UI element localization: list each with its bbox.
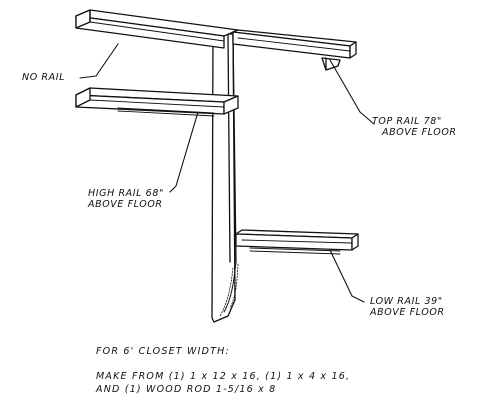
leader-no-rail (79, 43, 119, 79)
high-rail-above-floor-text: ABOVE FLOOR (88, 199, 163, 210)
leader-lines (79, 43, 375, 303)
low-shelf (235, 229, 359, 255)
materials-note-line-1: MAKE FROM (1) 1 x 12 x 16, (1) 1 x 4 x 1… (96, 371, 351, 382)
leader-top-rail (329, 59, 375, 125)
top-shelf-left (75, 9, 239, 49)
top-rail-label: TOP RAIL 78" ABOVE FLOOR (372, 116, 457, 138)
high-shelf (75, 87, 239, 117)
leader-high-rail (169, 111, 199, 193)
low-rail-height-text: LOW RAIL 39" (370, 296, 443, 307)
leader-low-rail (329, 249, 365, 303)
low-rail-label: LOW RAIL 39" ABOVE FLOOR (370, 296, 445, 318)
top-rail-above-floor-text: ABOVE FLOOR (382, 127, 457, 138)
closet-width-note: FOR 6' CLOSET WIDTH: (96, 346, 230, 357)
no-rail-text: NO RAIL (22, 72, 65, 83)
upright-support-board (211, 33, 239, 323)
top-shelf-right (232, 29, 357, 71)
high-rail-label: HIGH RAIL 68" ABOVE FLOOR (88, 188, 164, 210)
materials-note-line-2: AND (1) WOOD ROD 1-5/16 x 8 (96, 384, 277, 395)
no-rail-label: NO RAIL (22, 72, 65, 83)
low-rail-above-floor-text: ABOVE FLOOR (370, 307, 445, 318)
high-rail-height-text: HIGH RAIL 68" (88, 188, 164, 199)
top-rail-height-text: TOP RAIL 78" (372, 116, 442, 127)
